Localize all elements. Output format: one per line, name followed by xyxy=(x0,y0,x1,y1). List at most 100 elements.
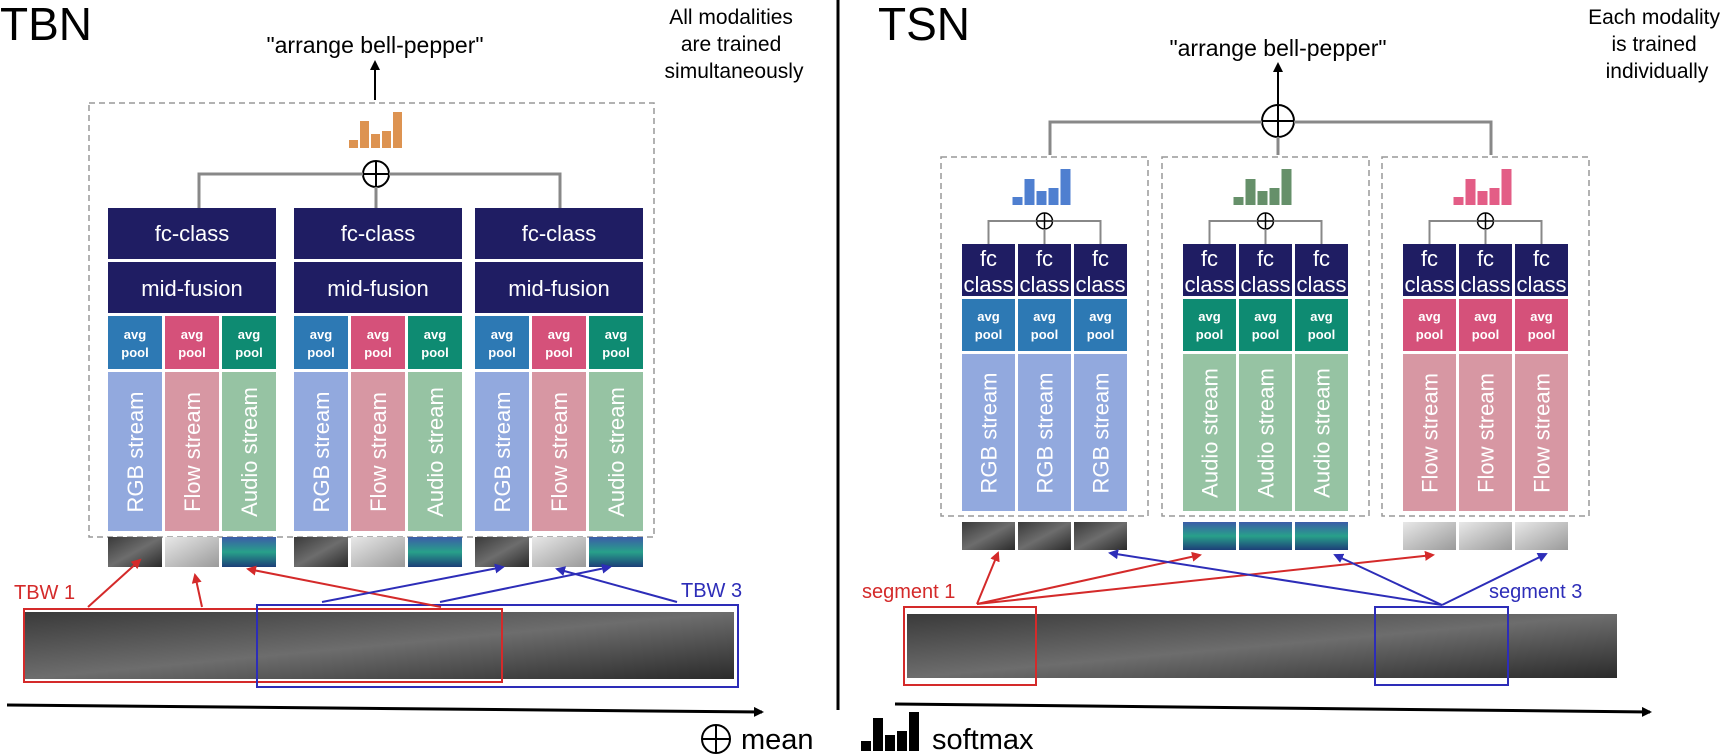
tsn-mean-icon xyxy=(1261,104,1295,138)
tbn-avg-pool-text: avg xyxy=(424,327,446,342)
tsn-fc-text: class xyxy=(1296,272,1346,297)
legend-softmax-label: softmax xyxy=(932,724,1034,755)
tsn-blue-arrow-flow xyxy=(1441,553,1548,606)
tsn-fc-text: fc xyxy=(980,246,997,271)
tsn-stream-label: Flow stream xyxy=(1530,373,1555,493)
tbn-thumbnail-rgb xyxy=(294,537,348,567)
tbn-stream-label: Audio stream xyxy=(423,387,448,517)
tsn-group-box xyxy=(940,156,1149,517)
tbn-thumbnail-flow xyxy=(165,537,219,567)
tbn-note-line-3: simultaneously xyxy=(665,60,804,83)
tsn-segment-3-box xyxy=(1374,606,1509,686)
tbn-red-arrow-rgb xyxy=(87,558,142,608)
tbn-avg-pool-text: avg xyxy=(124,327,146,342)
tsn-fc-text: class xyxy=(1516,272,1566,297)
tbn-thumbnail-audio xyxy=(222,537,276,567)
tsn-avg-pool-audio xyxy=(1239,299,1292,351)
tbn-avg-pool-text: pool xyxy=(488,345,515,360)
tsn-thumbnail-rgb xyxy=(1018,522,1071,550)
tsn-title: TSN xyxy=(878,0,970,50)
tsn-red-arrow-flow xyxy=(976,550,1435,605)
tbn-note: All modalities are trained simultaneousl… xyxy=(665,6,804,83)
tbn-avg-pool-text: pool xyxy=(545,345,572,360)
tsn-group-merge-line xyxy=(987,220,1102,244)
tbn-avg-pool-text: avg xyxy=(181,327,203,342)
tsn-avg-pool-flow xyxy=(1515,299,1568,351)
tsn-stream-flow xyxy=(1459,354,1512,511)
tbn-fc-class-block xyxy=(475,208,643,259)
tsn-fc-class-block xyxy=(1239,244,1292,296)
tbn-stream-label: RGB stream xyxy=(490,391,515,512)
tbn-stream-label: RGB stream xyxy=(123,391,148,512)
tsn-group-box xyxy=(1381,156,1590,517)
tsn-thumbnail-flow xyxy=(1515,522,1568,550)
tsn-fc-text: class xyxy=(963,272,1013,297)
tsn-avg-pool-rgb xyxy=(962,299,1015,351)
tbn-stream-label: Audio stream xyxy=(237,387,262,517)
tsn-note-line-2: is trained xyxy=(1611,33,1696,56)
tsn-stream-label: Flow stream xyxy=(1474,373,1499,493)
tbn-avg-pool-text: pool xyxy=(364,345,391,360)
tsn-fc-class-block xyxy=(1183,244,1236,296)
tsn-fc-text: fc xyxy=(1477,246,1494,271)
tsn-softmax-icon xyxy=(1453,169,1512,205)
tsn-avg-pool-text: avg xyxy=(1033,309,1055,324)
tsn-frame-strip xyxy=(907,614,1617,678)
tsn-fc-text: fc xyxy=(1533,246,1550,271)
tbn-avg-pool-text: pool xyxy=(602,345,629,360)
tsn-avg-pool-audio xyxy=(1183,299,1236,351)
tbn-thumbnail-audio xyxy=(589,537,643,567)
tbn-time-axis xyxy=(6,703,764,717)
tbn-stream-label: Audio stream xyxy=(604,387,629,517)
tbn-avg-pool-text: avg xyxy=(548,327,570,342)
tsn-fc-class-block xyxy=(1074,244,1127,296)
tsn-avg-pool-text: pool xyxy=(1416,327,1443,342)
tsn-note: Each modality is trained individually xyxy=(1588,6,1724,83)
tsn-avg-pool-text: pool xyxy=(975,327,1002,342)
tbn-stream-rgb xyxy=(475,372,529,531)
tsn-panel: TSN Each modality is trained individuall… xyxy=(862,0,1724,717)
tsn-softmax-icon xyxy=(1233,169,1292,205)
tsn-stream-flow xyxy=(1403,354,1456,511)
tsn-fc-text: fc xyxy=(1421,246,1438,271)
tsn-stream-flow xyxy=(1515,354,1568,511)
tbn-mid-fusion-block xyxy=(294,262,462,313)
tsn-softmax-icon xyxy=(1012,169,1071,205)
tbn-red-arrow-audio xyxy=(246,565,442,608)
tbn-fc-class-block xyxy=(294,208,462,259)
tsn-fc-text: fc xyxy=(1092,246,1109,271)
tsn-avg-pool-text: pool xyxy=(1196,327,1223,342)
tbn-avg-pool-flow xyxy=(165,316,219,369)
tbn-stream-label: RGB stream xyxy=(309,391,334,512)
tsn-stream-label: Flow stream xyxy=(1418,373,1443,493)
tbn-avg-pool-text: pool xyxy=(178,345,205,360)
tsn-group-mean-icon xyxy=(1256,212,1275,230)
tsn-prediction: "arrange bell-pepper" xyxy=(1169,35,1386,61)
tsn-stream-rgb xyxy=(1018,354,1071,511)
legend: mean softmax xyxy=(701,712,1034,755)
legend-bar-chart-icon xyxy=(861,712,919,751)
tbn-mid-fusion-label: mid-fusion xyxy=(327,276,428,301)
tsn-stream-audio xyxy=(1239,354,1292,511)
tbn-stream-label: Flow stream xyxy=(547,392,572,512)
tbn-stream-audio xyxy=(222,372,276,531)
tbn-merge-line xyxy=(197,172,562,208)
tbn-avg-pool-text: pool xyxy=(421,345,448,360)
tsn-blue-arrow-audio xyxy=(1333,553,1443,606)
tsn-avg-pool-text: avg xyxy=(977,309,999,324)
tsn-avg-pool-flow xyxy=(1403,299,1456,351)
tsn-avg-pool-text: pool xyxy=(1252,327,1279,342)
tbn-stream-audio xyxy=(589,372,643,531)
tsn-time-axis xyxy=(894,702,1652,717)
tbn-softmax-icon xyxy=(349,112,402,148)
tsn-fc-text: fc xyxy=(1313,246,1330,271)
tsn-stream-label: RGB stream xyxy=(1033,372,1058,493)
tsn-avg-pool-rgb xyxy=(1018,299,1071,351)
